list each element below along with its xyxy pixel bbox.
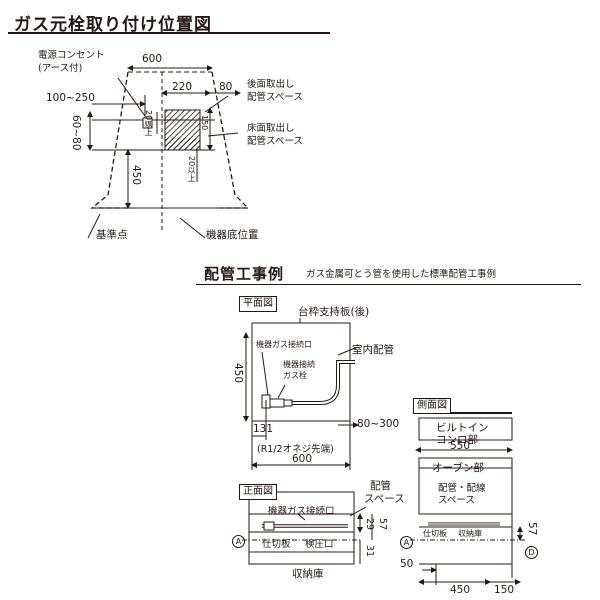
floor-space-label-1: 床面取出し xyxy=(247,123,295,134)
rear-space-label-2: 配管スペース xyxy=(247,92,303,103)
example-underline xyxy=(196,284,581,285)
plan-dim-80-300: 80~300 xyxy=(357,418,400,430)
front-view xyxy=(242,491,373,565)
dim-20-upper: 20以上 xyxy=(144,110,153,137)
builtin-label-2: コンロ部 xyxy=(436,434,478,446)
floor-space-label-2: 配管スペース xyxy=(247,136,303,147)
dim-150-top: 150 xyxy=(200,115,209,131)
example-subtitle: ガス金属可とう管を使用した標準配管工事例 xyxy=(306,269,497,280)
gas-valve-position-diagram xyxy=(87,65,250,239)
outlet-sublabel: (アース付) xyxy=(38,63,83,74)
indoor-pipe-label: 室内配管 xyxy=(352,344,394,356)
side-dim-550: 550 xyxy=(450,440,471,452)
base-point-label: 基準点 xyxy=(96,229,128,241)
side-dim-150: 150 xyxy=(494,584,515,596)
plan-dim-450: 450 xyxy=(232,363,244,384)
front-dim-57: 57 xyxy=(377,518,388,531)
side-space-label-2: スペース xyxy=(438,495,475,506)
rear-space-label-1: 後面取出し xyxy=(247,79,295,90)
plan-view xyxy=(243,318,359,470)
front-pipe-space-1: 配管 xyxy=(370,480,391,492)
side-dim-450: 450 xyxy=(450,584,471,596)
outlet-label: 電源コンセント xyxy=(38,50,105,61)
bottom-position-label: 機器底位置 xyxy=(206,229,259,241)
side-view-label: 側面図 xyxy=(413,398,451,414)
thread-label: (R1/2オネジ先端) xyxy=(257,444,334,455)
dim-20-lower: 20以上 xyxy=(187,156,196,183)
gas-cock-label-2: ガス栓 xyxy=(283,371,307,380)
side-dim-57: 57 xyxy=(526,522,538,536)
front-view-label: 正面図 xyxy=(239,484,277,500)
front-dim-31: 31 xyxy=(364,545,375,558)
plan-gas-conn-label: 機器ガス接続口 xyxy=(256,340,312,349)
front-partition-label: 仕切板 xyxy=(262,539,291,550)
dim-600-top: 600 xyxy=(142,53,163,65)
dim-220: 220 xyxy=(172,81,193,93)
front-marker-a: A xyxy=(232,535,245,548)
side-partition-label: 仕切板 xyxy=(423,529,447,538)
front-dim-29: 29 xyxy=(364,518,375,531)
side-space-label-1: 配管・配線 xyxy=(438,483,486,494)
dim-80-top: 80 xyxy=(219,81,233,93)
side-marker-a: A xyxy=(400,536,413,549)
plan-view-label: 平面図 xyxy=(239,296,277,312)
oven-label: オーブン部 xyxy=(432,462,484,474)
marker-d: D xyxy=(525,546,538,559)
front-gas-conn-label: 機器ガス接続口 xyxy=(268,506,335,517)
plan-dim-600: 600 xyxy=(292,453,313,465)
gas-cock-label-1: 機器接続 xyxy=(283,360,315,369)
front-pipe-space-2: スペース xyxy=(364,493,405,505)
side-dim-50: 50 xyxy=(400,558,414,570)
builtin-label-1: ビルトイン xyxy=(436,422,489,434)
page-title: ガス元栓取り付け位置図 xyxy=(14,15,212,35)
front-storage-label: 収納庫 xyxy=(292,568,324,580)
dim-100-250: 100~250 xyxy=(46,92,95,104)
pressure-port-label: 検圧口 xyxy=(305,539,334,550)
dim-450-top: 450 xyxy=(130,165,142,186)
support-board-label: 台枠支持板(後) xyxy=(298,306,370,318)
floor-pipe-space xyxy=(165,138,200,150)
dim-60-80: 60~80 xyxy=(70,115,82,151)
plan-dim-131: 131 xyxy=(253,423,274,435)
example-title: 配管工事例 xyxy=(204,265,285,283)
side-storage-label: 収納庫 xyxy=(458,529,482,538)
